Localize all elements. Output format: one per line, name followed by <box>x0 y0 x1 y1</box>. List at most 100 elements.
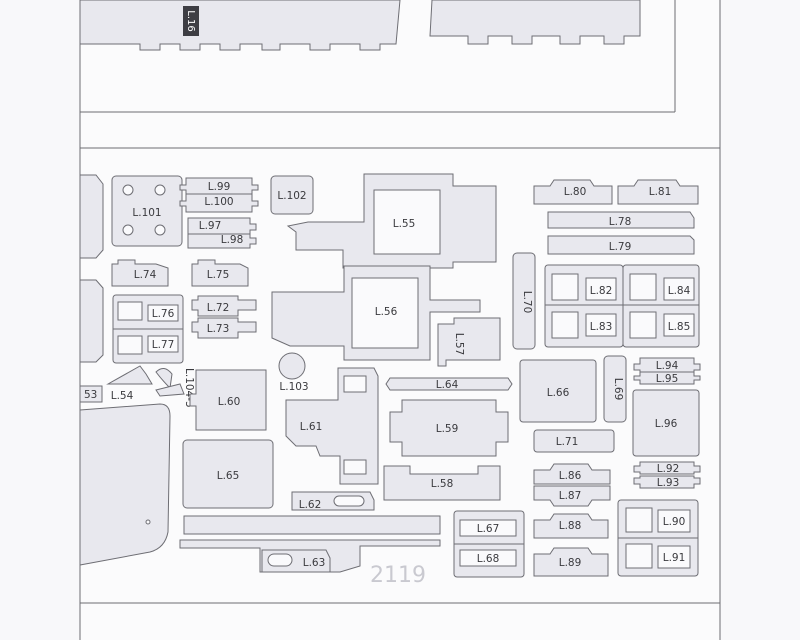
label-tag <box>183 6 199 36</box>
label-L68: L.68 <box>477 553 500 565</box>
part-L90-L91: L.90 L.91 <box>617 499 699 577</box>
part-L63: L.63 <box>261 549 331 573</box>
label-L55: L.55 <box>393 218 416 230</box>
label-L75: L.75 <box>207 269 230 281</box>
part-L78: L.78 <box>547 211 695 229</box>
label-L65: L.65 <box>217 470 240 482</box>
part-L102: L.102 <box>270 175 314 215</box>
label-L16: L.16 <box>185 10 196 31</box>
label-L76: L.76 <box>152 308 175 320</box>
part-L88: L.88 <box>533 513 609 539</box>
part-L72-L73: L.72 L.73 <box>191 295 257 339</box>
part-L101: L.101 <box>111 175 183 247</box>
label-L100: L.100 <box>204 196 233 208</box>
part-L16: L.16 <box>79 0 401 51</box>
label-L73: L.73 <box>207 323 230 335</box>
part-L70: L.70 <box>512 252 536 350</box>
part-L89: L.89 <box>533 547 609 577</box>
part-L86-L87: L.86 L.87 <box>533 463 611 507</box>
part-upper-right <box>429 0 641 45</box>
part-L66: L.66 <box>519 359 597 423</box>
label-L77: L.77 <box>152 339 175 351</box>
label-L69: L.69 <box>612 378 624 401</box>
part-L74: L.74 <box>111 259 169 287</box>
part-L53: 53 <box>79 385 103 403</box>
part-large-left <box>79 403 171 566</box>
label-L83: L.83 <box>590 321 613 333</box>
part-L55: L.55 <box>286 173 497 269</box>
label-L89: L.89 <box>559 557 582 569</box>
label-L67: L.67 <box>477 523 500 535</box>
part-L57: L.57 <box>437 317 501 367</box>
label-L93: L.93 <box>657 477 680 489</box>
part-L54: L.54 <box>106 365 173 402</box>
label-L79: L.79 <box>609 241 632 253</box>
part-L71: L.71 <box>533 429 615 453</box>
part-L69: L.69 <box>603 355 627 423</box>
part-L56: L.56 <box>271 265 481 361</box>
part-L64: L.64 <box>385 377 513 391</box>
label-L70: L.70 <box>521 291 533 314</box>
label-L54: L.54 <box>111 390 134 402</box>
label-L92: L.92 <box>657 463 680 475</box>
label-L95: L.95 <box>656 373 679 385</box>
part-left-edge-1 <box>79 174 104 259</box>
label-L63: L.63 <box>303 557 326 569</box>
label-L88: L.88 <box>559 520 582 532</box>
label-L86: L.86 <box>559 470 582 482</box>
part-L67-L68: L.67 L.68 <box>453 510 525 578</box>
label-L103: L.103 <box>279 381 308 393</box>
label-L78: L.78 <box>609 216 632 228</box>
part-L81: L.81 <box>617 179 699 205</box>
label-L87: L.87 <box>559 490 582 502</box>
label-L82: L.82 <box>590 285 613 297</box>
part-L99-L100: L.99 L.100 <box>179 177 259 213</box>
label-L85: L.85 <box>668 321 691 333</box>
label-L58: L.58 <box>431 478 454 490</box>
label-L80: L.80 <box>564 186 587 198</box>
label-L60: L.60 <box>218 396 241 408</box>
part-L96: L.96 <box>632 389 700 457</box>
part-L65: L.65 <box>182 439 274 509</box>
part-L94-L95: L.94 L.95 <box>633 357 701 385</box>
label-L101: L.101 <box>132 207 161 219</box>
part-L75: L.75 <box>191 259 249 287</box>
part-left-edge-2 <box>79 279 104 363</box>
label-L81: L.81 <box>649 186 672 198</box>
part-L82-L85: L.82 L.83 L.84 L.85 <box>544 264 700 348</box>
label-L59: L.59 <box>436 423 459 435</box>
part-L79: L.79 <box>547 235 695 255</box>
label-L64: L.64 <box>436 379 459 391</box>
label-L57: L.57 <box>453 333 465 356</box>
label-L71: L.71 <box>556 436 579 448</box>
sheet-code: 2119 <box>370 563 426 588</box>
label-L66: L.66 <box>547 387 570 399</box>
label-L72: L.72 <box>207 302 230 314</box>
label-L94: L.94 <box>656 360 679 372</box>
label-L102: L.102 <box>277 190 306 202</box>
part-long-strip <box>183 515 441 535</box>
label-L62: L.62 <box>299 499 322 511</box>
label-L74: L.74 <box>134 269 157 281</box>
part-L92-L93: L.92 L.93 <box>633 461 701 489</box>
part-L62: L.62 <box>291 491 375 511</box>
label-L91: L.91 <box>663 552 686 564</box>
label-L90: L.90 <box>663 516 686 528</box>
part-L60: L.60 <box>189 369 267 431</box>
label-L53: 53 <box>84 389 97 401</box>
part-L61: L.61 <box>285 367 379 485</box>
part-L59: L.59 <box>389 399 509 457</box>
label-L56: L.56 <box>375 306 398 318</box>
part-L103: L.103 <box>278 352 309 393</box>
label-L97: L.97 <box>199 220 222 232</box>
part-L97-L98: L.97 L.98 <box>187 217 257 249</box>
label-L99: L.99 <box>208 181 231 193</box>
label-L96: L.96 <box>655 418 678 430</box>
part-L80: L.80 <box>533 179 613 205</box>
label-L84: L.84 <box>668 285 691 297</box>
part-L58: L.58 <box>383 465 501 501</box>
label-L61: L.61 <box>300 421 323 433</box>
part-L76-L77: L.76 L.77 <box>112 294 184 364</box>
